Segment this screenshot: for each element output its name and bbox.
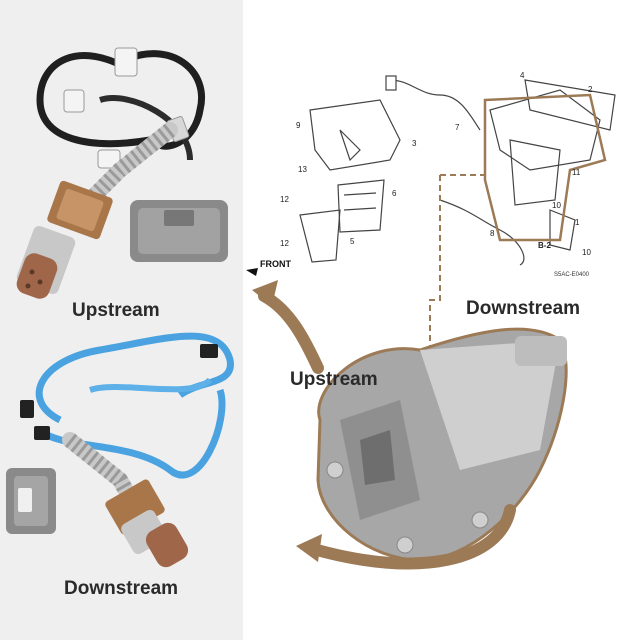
downstream-arrow-icon: [304, 504, 516, 570]
diagram-code: S5AC-E0400: [554, 272, 590, 278]
callout-8: 8: [490, 229, 495, 238]
callout-4: 4: [520, 71, 525, 80]
upstream-label-right: Upstream: [290, 369, 378, 390]
dashed-leader-v: [429, 175, 441, 380]
callout-10a: 10: [552, 201, 561, 210]
front-arrow-icon: [246, 268, 258, 276]
callout-5: 5: [350, 237, 355, 246]
callout-13: 13: [298, 165, 307, 174]
callout-12a: 12: [280, 195, 289, 204]
callout-11: 11: [572, 168, 581, 177]
highlight-outline: [483, 93, 607, 242]
callout-2: 2: [588, 85, 593, 94]
callout-12b: 12: [280, 239, 289, 248]
callout-3: 3: [412, 139, 417, 148]
catalytic-manifold: [316, 327, 568, 562]
parts-diagram: [299, 75, 616, 266]
callout-1: 1: [575, 218, 580, 227]
callout-6: 6: [392, 189, 397, 198]
upstream-arrow-icon: [258, 290, 324, 374]
upstream-label-left: Upstream: [72, 300, 160, 321]
downstream-sensor: [6, 332, 234, 568]
downstream-label-right: Downstream: [466, 298, 581, 319]
upstream-sensor: [16, 47, 228, 299]
callout-7: 7: [455, 123, 460, 132]
callout-9: 9: [296, 121, 301, 130]
downstream-label-left: Downstream: [64, 578, 179, 599]
callout-10b: 10: [582, 248, 591, 257]
front-label: FRONT: [260, 259, 291, 269]
callout-numbers: 1 2 3 4 5 6 7 8 9 10 10 11 12 12 13 B-2: [280, 71, 593, 257]
callout-b2: B-2: [538, 241, 551, 250]
